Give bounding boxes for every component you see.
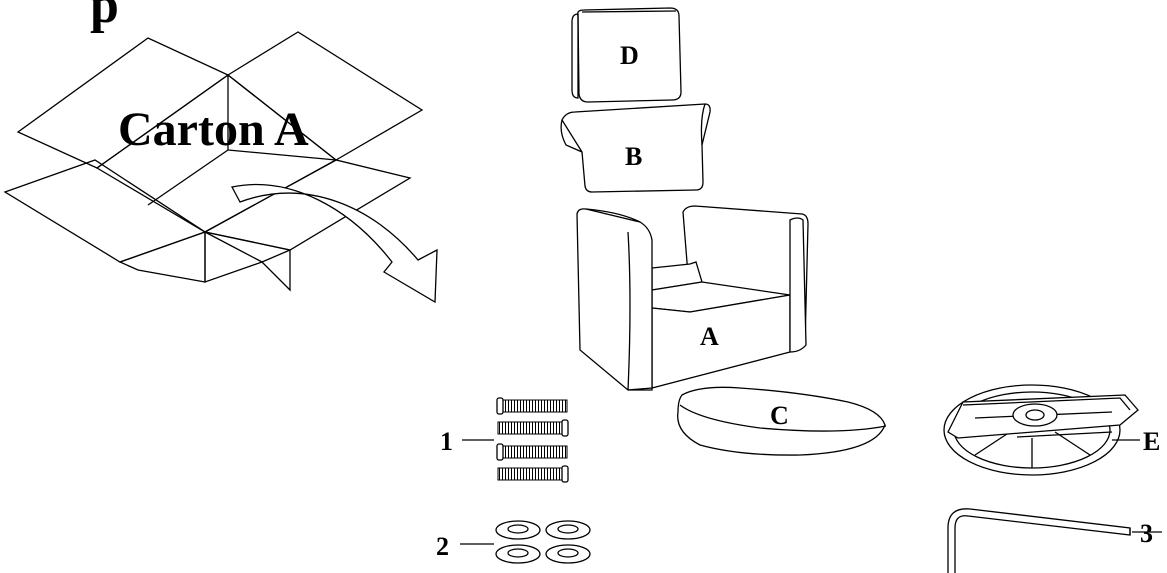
- header-title-fragment: p: [90, 0, 119, 34]
- part-a-chair-body: [576, 205, 809, 391]
- hardware-1-bolts: [462, 397, 569, 483]
- part-e-label: E: [1143, 427, 1160, 456]
- hardware-2-washers: [460, 520, 591, 564]
- hardware-1-label: 1: [440, 427, 453, 456]
- carton-illustration: [3, 31, 438, 304]
- carton-label: Carton A: [118, 103, 309, 156]
- part-b-back-cushion: [560, 103, 711, 193]
- part-a-label: A: [700, 322, 719, 351]
- hardware-3-label: 3: [1140, 519, 1153, 548]
- hardware-2-label: 2: [436, 532, 449, 561]
- hardware-3-allen-key: [947, 508, 1162, 573]
- part-d-label: D: [620, 41, 639, 70]
- part-b-label: B: [625, 142, 642, 171]
- part-c-label: C: [770, 401, 789, 430]
- part-e-swivel-base: [943, 384, 1140, 476]
- part-d-headrest: [571, 7, 682, 103]
- part-c-seat-cushion: [677, 386, 887, 456]
